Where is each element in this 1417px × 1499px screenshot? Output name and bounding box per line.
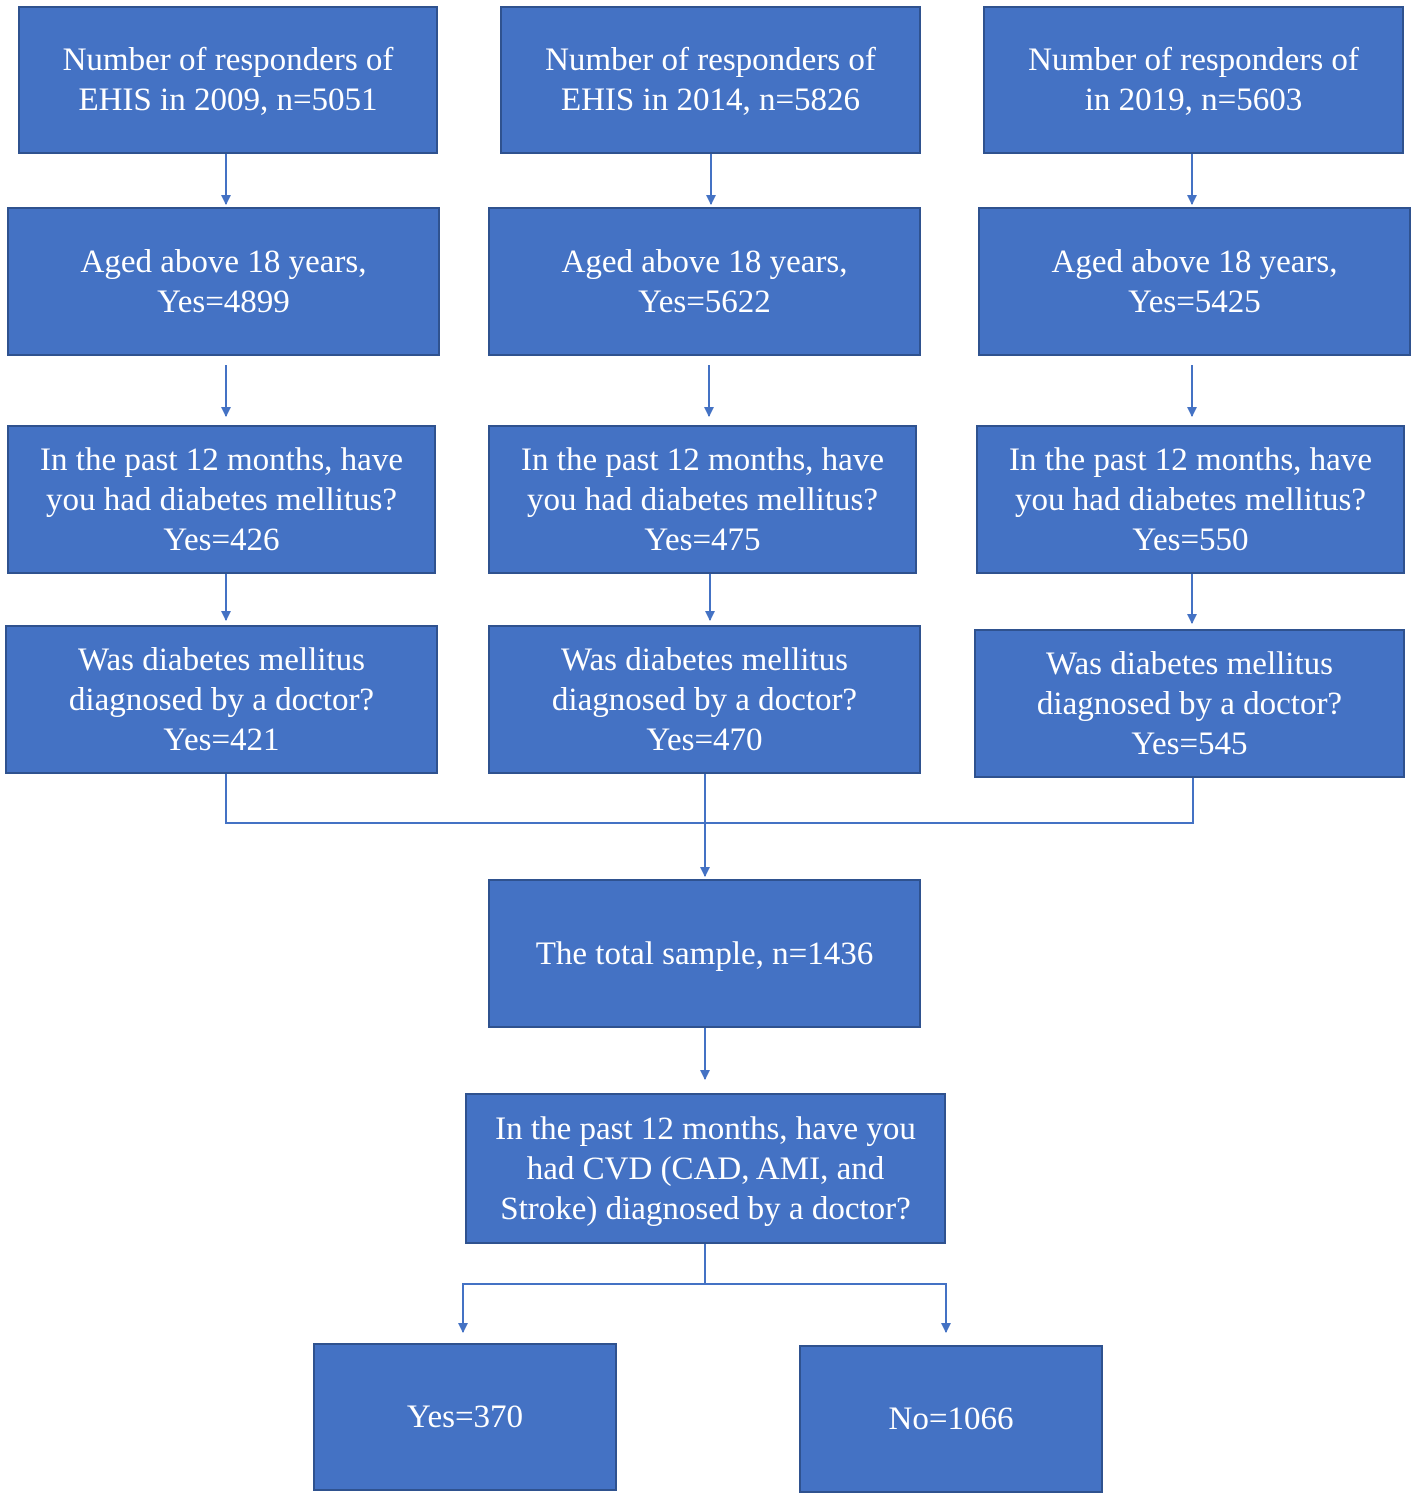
box-text-line: Aged above 18 years, [80,243,367,280]
total-sample-box: The total sample, n=1436 [488,879,921,1028]
responders-2009-box: Number of responders of EHIS in 2009, n=… [18,6,438,154]
diagnosed-2019-box: Was diabetes mellitus diagnosed by a doc… [974,629,1405,778]
box-text-line: in 2019, n=5603 [1084,82,1303,118]
box-text-line: In the past 12 months, have [40,441,403,478]
box-text-line: Number of responders of [545,42,876,78]
box-text-line: In the past 12 months, have you [495,1110,916,1147]
box-text-line: Number of responders of [62,42,394,78]
box-text-line: you had diabetes mellitus? [1015,481,1366,518]
diabetes-2009-box: In the past 12 months, have you had diab… [7,425,436,574]
responders-2019-box: Number of responders of in 2019, n=5603 [983,6,1404,154]
box-text-line: Yes=421 [163,721,280,758]
box-text-line: In the past 12 months, have [1009,441,1372,478]
outcome-no-box: No=1066 [799,1345,1103,1493]
box-text-line: you had diabetes mellitus? [46,481,397,518]
box-text-line: In the past 12 months, have [521,441,884,478]
box-text-line: had CVD (CAD, AMI, and [526,1150,885,1187]
box-text-line: Aged above 18 years, [1051,243,1338,280]
box-text-line: Was diabetes mellitus [78,641,365,678]
arrow-split-to-yes [458,1283,705,1333]
box-text-line: Yes=5622 [638,283,771,320]
box-text-line: Yes=370 [406,1399,524,1435]
diagnosed-2014-box: Was diabetes mellitus diagnosed by a doc… [488,625,921,774]
box-text-line: Yes=470 [646,721,763,758]
diabetes-2014-box: In the past 12 months, have you had diab… [488,425,917,574]
responders-2014-box: Number of responders of EHIS in 2014, n=… [500,6,921,154]
box-text-line: Aged above 18 years, [561,243,848,280]
box-text-line: The total sample, n=1436 [535,935,874,972]
box-text-line: Yes=4899 [157,283,290,320]
aged-2009-box: Aged above 18 years, Yes=4899 [7,207,440,356]
box-text-line: Yes=5425 [1128,283,1261,320]
diagnosed-2009-box: Was diabetes mellitus diagnosed by a doc… [5,625,438,774]
aged-2014-box: Aged above 18 years, Yes=5622 [488,207,921,356]
box-text-line: diagnosed by a doctor? [68,681,375,718]
box-text-line: EHIS in 2009, n=5051 [78,82,378,118]
merge-connector [225,773,1194,824]
box-text-line: Stroke) diagnosed by a doctor? [500,1190,911,1227]
box-text-line: diagnosed by a doctor? [551,681,858,718]
box-text-line: diagnosed by a doctor? [1036,685,1343,722]
outcome-yes-box: Yes=370 [313,1343,617,1491]
box-text-line: EHIS in 2014, n=5826 [560,82,861,118]
diabetes-2019-box: In the past 12 months, have you had diab… [976,425,1405,574]
box-text-line: Yes=426 [163,521,280,558]
box-text-line: Yes=475 [644,521,761,558]
box-text-line: Number of responders of [1028,42,1359,78]
box-text-line: Yes=545 [1131,725,1248,762]
aged-2019-box: Aged above 18 years, Yes=5425 [978,207,1411,356]
arrow-split-to-no [705,1283,951,1333]
box-text-line: Yes=550 [1132,521,1249,558]
cvd-question-box: In the past 12 months, have you had CVD … [465,1093,946,1244]
box-text-line: No=1066 [888,1401,1014,1437]
box-text-line: Was diabetes mellitus [1046,645,1333,682]
box-text-line: Was diabetes mellitus [561,641,848,678]
box-text-line: you had diabetes mellitus? [527,481,878,518]
